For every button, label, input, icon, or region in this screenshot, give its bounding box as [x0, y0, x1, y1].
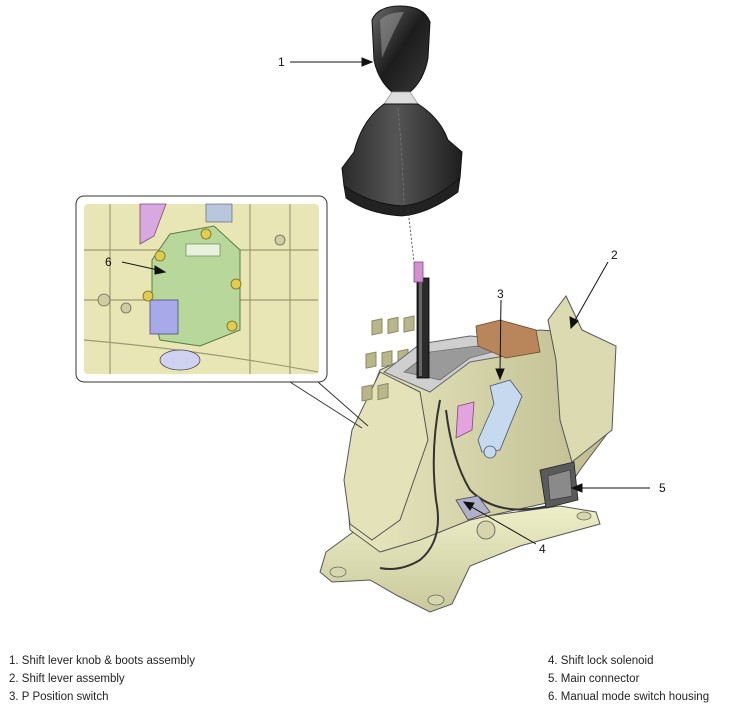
- callout-5: 5: [659, 481, 666, 495]
- callout-3: 3: [497, 287, 504, 301]
- callout-6: 6: [105, 255, 112, 269]
- callout-4: 4: [539, 542, 546, 556]
- leader-lines: [121, 57, 650, 545]
- legend-item: 3. P Position switch: [9, 691, 109, 703]
- legend-item: 6. Manual mode switch housing: [548, 691, 710, 703]
- callout-2: 2: [611, 248, 618, 262]
- legend-right-column: 4. Shift lock solenoid 5. Main connector…: [548, 652, 709, 706]
- assembly-guide-line: [407, 209, 415, 263]
- callout-1: 1: [278, 55, 285, 69]
- shift-knob-boot-assembly: [341, 5, 463, 217]
- legend-item: 1. Shift lever knob & boots assembly: [9, 655, 196, 667]
- shift-lever-assembly: [319, 261, 617, 613]
- legend-item: 2. Shift lever assembly: [9, 673, 125, 685]
- shift-lever-diagram: 1 2 3 4 5 6: [75, 5, 666, 613]
- inset-detail-view: [75, 195, 369, 429]
- legend-item: 4. Shift lock solenoid: [548, 655, 654, 667]
- legend-left-column: 1. Shift lever knob & boots assembly 2. …: [9, 652, 195, 706]
- legend-item: 5. Main connector: [548, 673, 640, 685]
